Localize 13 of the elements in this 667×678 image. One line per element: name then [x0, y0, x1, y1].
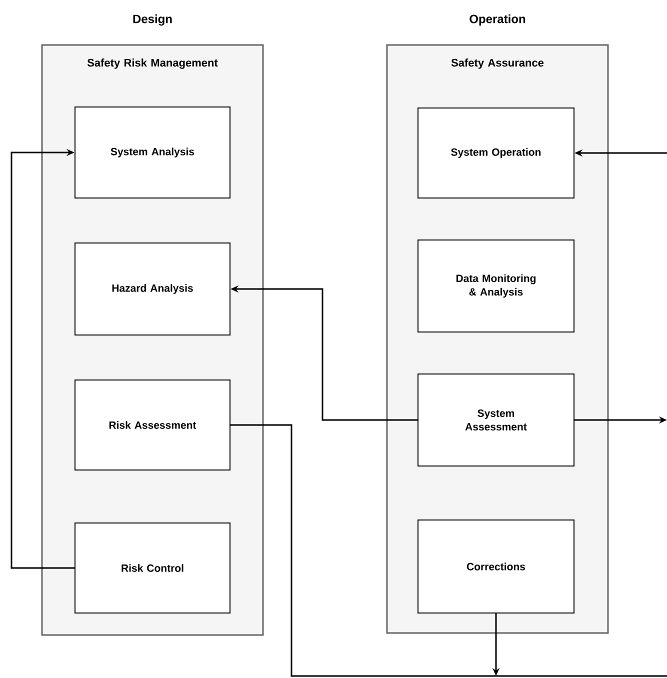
column-heading: Operation: [470, 14, 526, 26]
process-box: Risk Assessment: [74, 380, 230, 470]
process-box: Corrections: [418, 520, 574, 614]
column-heading: Design: [133, 14, 172, 26]
process-box: Data Monitoring & Analysis: [418, 240, 574, 332]
panel-heading: Safety Risk Management: [87, 58, 218, 69]
process-box: Risk Control: [74, 522, 230, 614]
arrow: [10, 148, 74, 569]
panel-heading: Safety Assurance: [451, 58, 544, 69]
process-box: Hazard Analysis: [74, 242, 230, 336]
process-box: System Operation: [418, 108, 574, 198]
process-box: System Assessment: [418, 374, 574, 466]
process-box: System Analysis: [74, 106, 230, 198]
